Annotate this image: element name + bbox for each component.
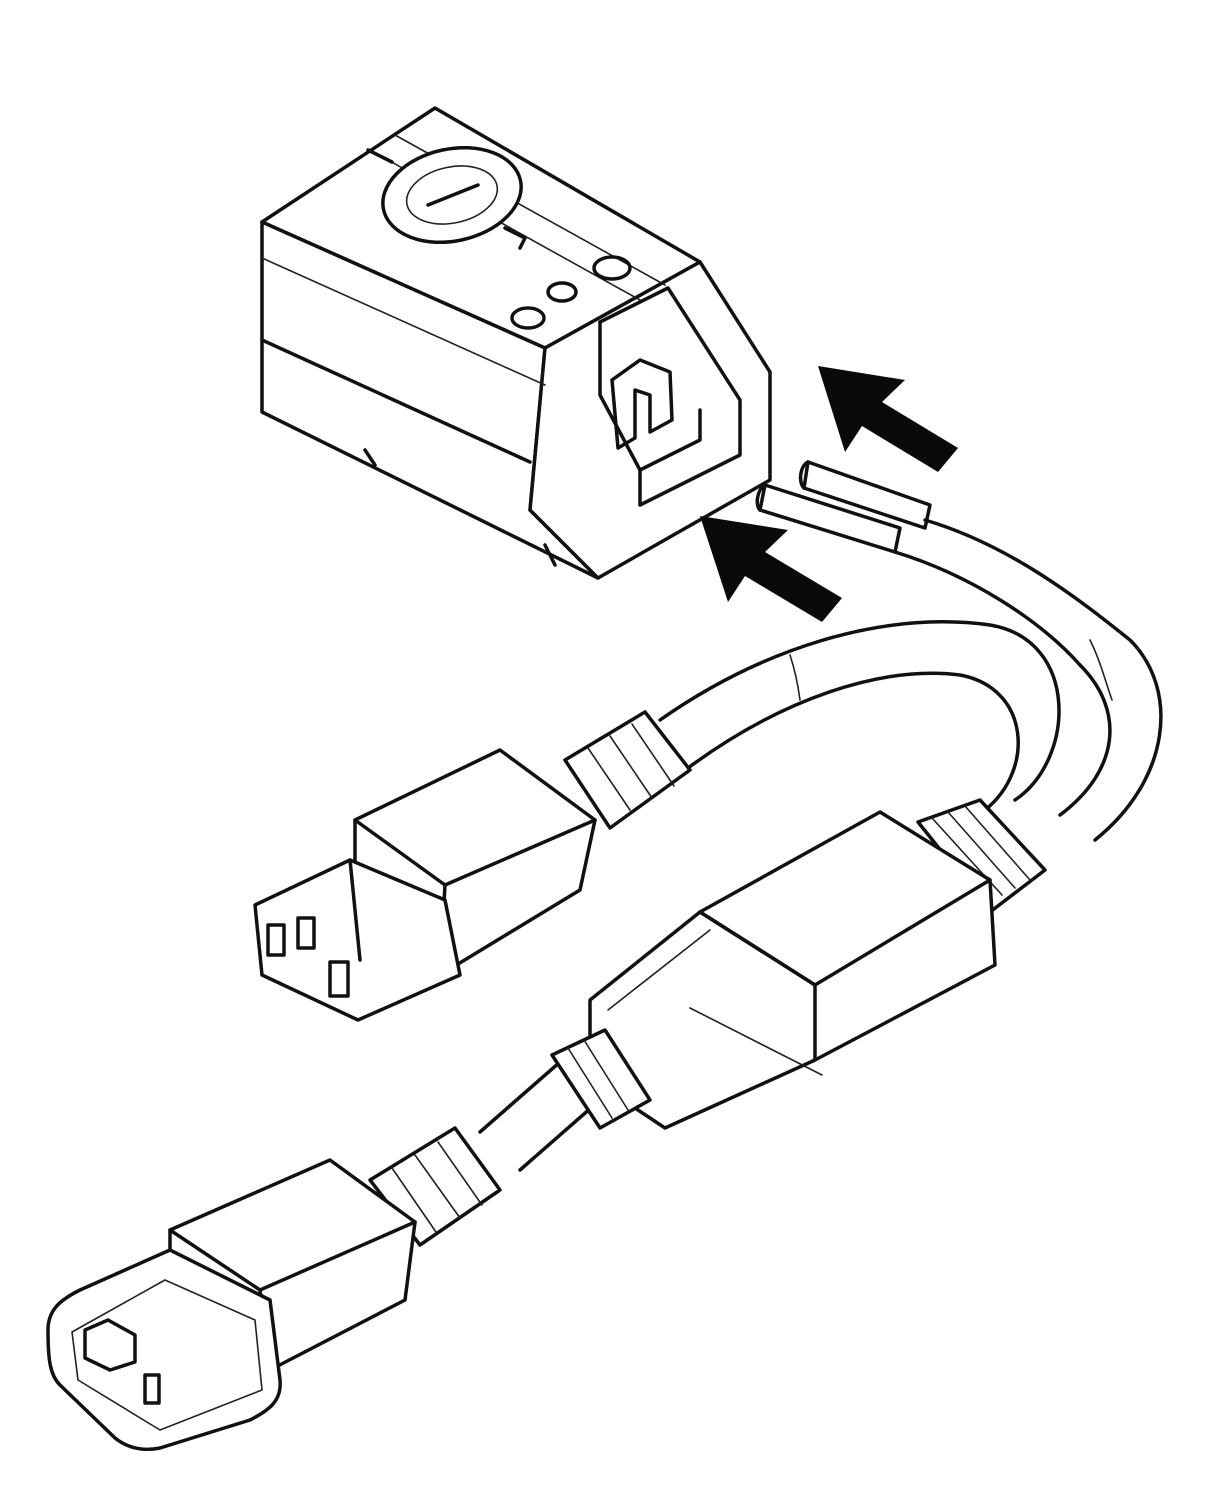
arrow-upper-icon [818,366,958,472]
insertion-arrows [700,366,958,622]
arrow-lower-icon [700,516,842,622]
iec-c13-female-connector [253,710,692,1022]
iec-c14-male-plug [46,1126,502,1451]
y-splitter [550,798,1047,1130]
cables [478,518,1163,1172]
bare-wire-ends [755,460,932,554]
mains-unit [260,106,772,580]
